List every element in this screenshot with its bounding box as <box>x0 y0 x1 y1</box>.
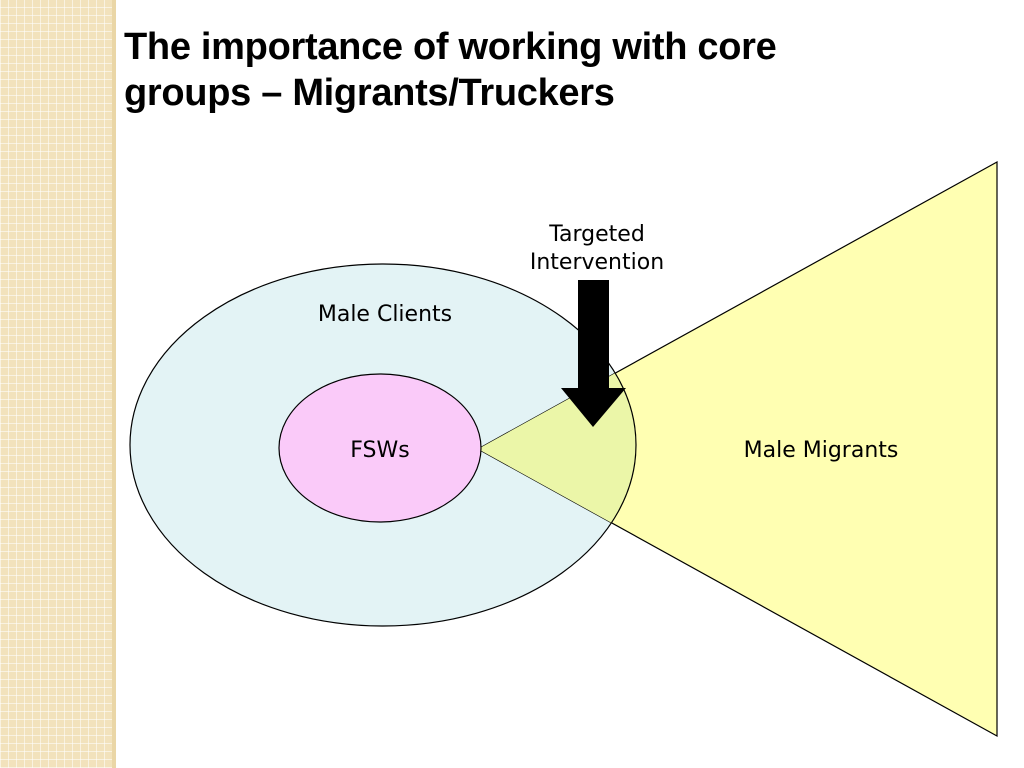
decorative-side-band <box>0 0 112 768</box>
targeted-label: Targeted <box>548 222 645 247</box>
slide-title: The importance of working with core grou… <box>124 24 1004 116</box>
male-migrants-label: Male Migrants <box>744 438 899 463</box>
slide-title-line-1: The importance of working with core <box>124 26 777 68</box>
decorative-side-edge <box>112 0 116 768</box>
male-clients-circle-outline <box>478 263 637 627</box>
slide-title-line-2: groups – Migrants/Truckers <box>124 72 615 114</box>
fsws-circle <box>278 373 482 523</box>
intervention-label: Intervention <box>530 250 664 275</box>
fsws-label: FSWs <box>350 438 409 463</box>
male-migrants-triangle <box>476 160 998 738</box>
down-arrow-icon <box>561 280 626 427</box>
male-clients-label: Male Clients <box>318 302 452 327</box>
